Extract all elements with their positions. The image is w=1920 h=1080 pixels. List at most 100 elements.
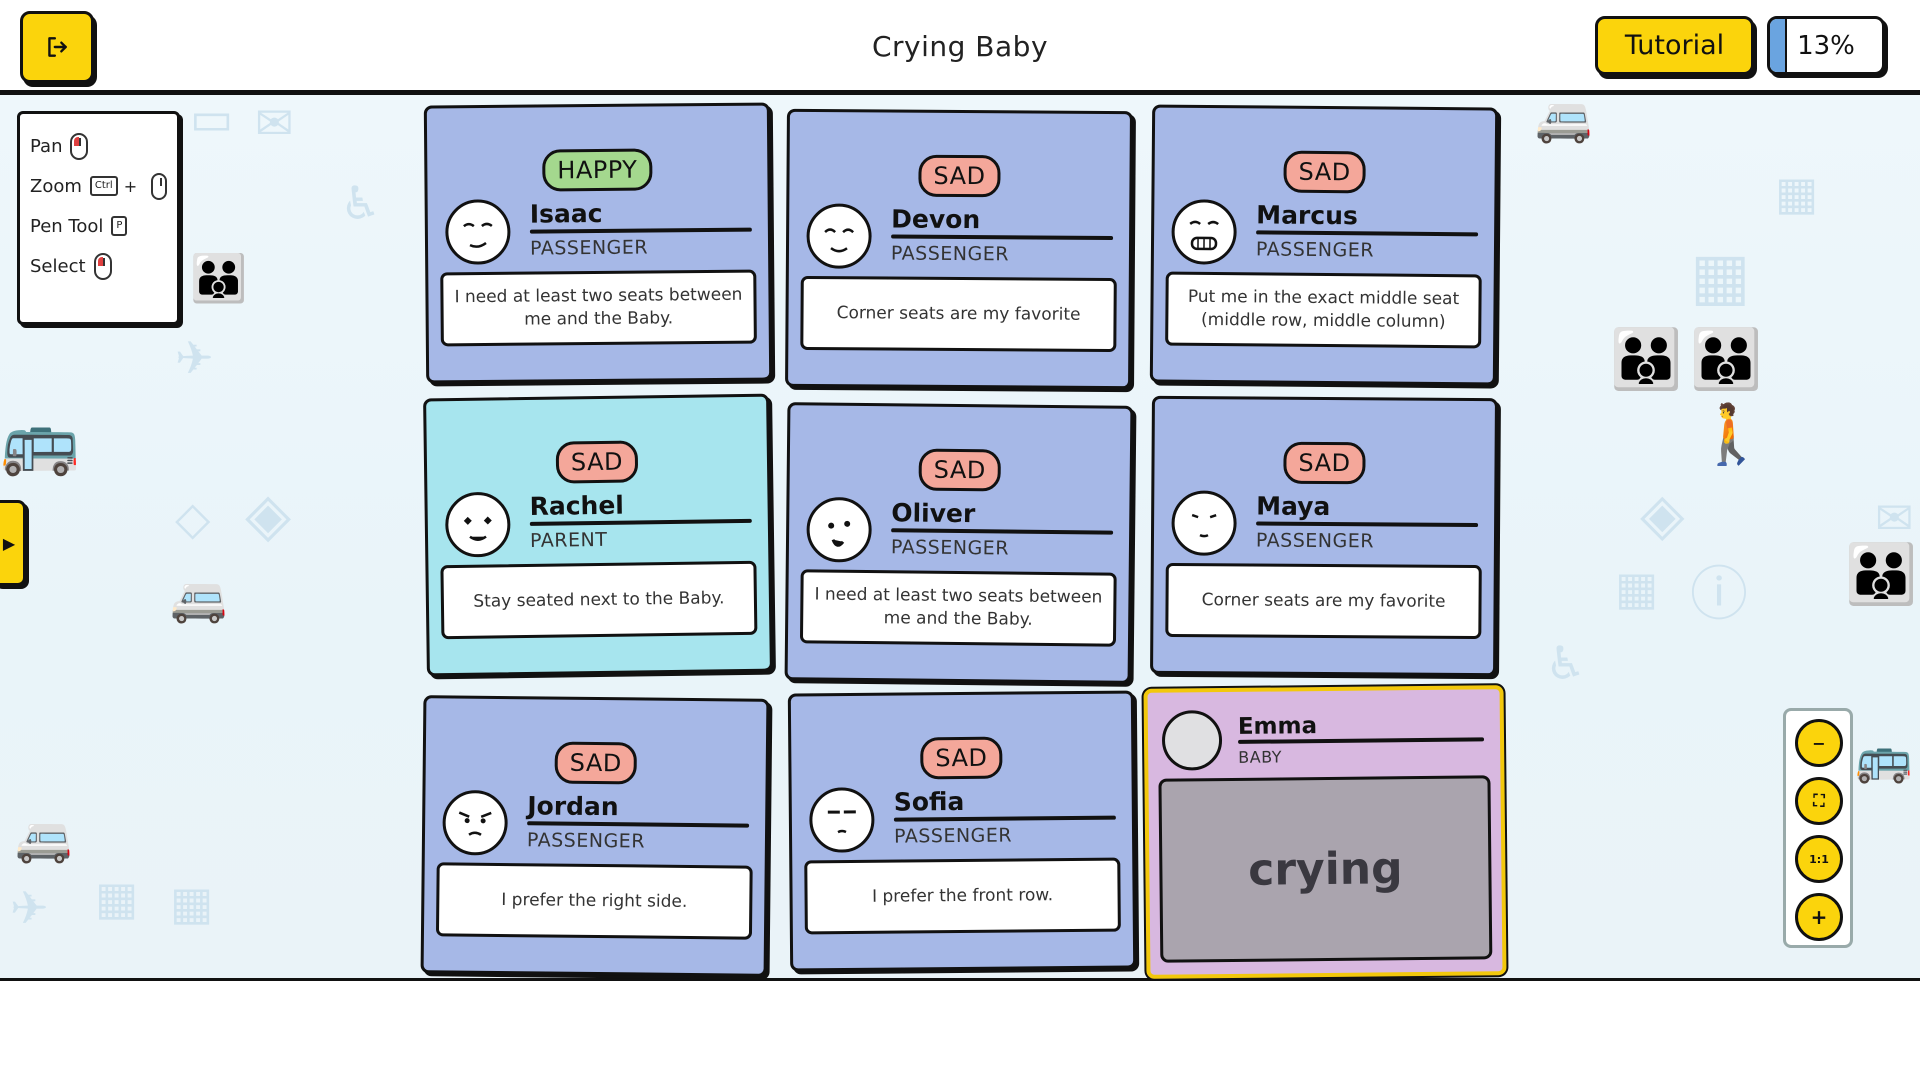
progress-label: 13% — [1797, 30, 1855, 61]
bg-sign-icon: ◇ — [175, 491, 211, 545]
bg-info-icon: ⓘ — [1690, 560, 1749, 628]
character-role: PARENT — [529, 528, 608, 552]
bg-family-2-icon: 👪 — [1610, 325, 1683, 393]
requirement-text: I need at least two seats between me and… — [440, 269, 757, 347]
top-bar: Crying Baby Tutorial 13% — [0, 0, 1920, 95]
face-icon — [442, 790, 508, 856]
exit-button[interactable] — [20, 11, 94, 83]
requirement-text: Corner seats are my favorite — [1165, 562, 1482, 640]
bg-family-3-icon: 👪 — [1690, 325, 1763, 393]
progress-indicator: 13% — [1767, 16, 1885, 75]
requirement-text: Put me in the exact middle seat (middle … — [1165, 271, 1482, 349]
page-title: Crying Baby — [871, 30, 1049, 63]
requirement-text: I prefer the front row. — [804, 857, 1121, 935]
requirement-text: Stay seated next to the Baby. — [440, 560, 758, 640]
zoom-in-button[interactable]: + — [1795, 893, 1843, 941]
baby-face-icon — [1161, 710, 1223, 771]
mood-badge: HAPPY — [542, 148, 653, 192]
character-name: Oliver — [891, 498, 976, 529]
character-role: PASSENGER — [526, 829, 646, 853]
mood-badge: SAD — [1283, 441, 1366, 485]
character-role: PASSENGER — [890, 536, 1010, 560]
character-name: Isaac — [529, 198, 603, 229]
bg-bus-small-icon: 🚐 — [170, 571, 228, 625]
character-name: Sofia — [893, 786, 965, 817]
bg-bus-4-icon: 🚌 — [1855, 731, 1913, 785]
bg-ticket-icon: ✉ — [255, 96, 294, 150]
character-name: Jordan — [527, 791, 619, 822]
requirement-text: I prefer the right side. — [435, 862, 753, 940]
name-underline — [1256, 521, 1479, 528]
face-icon — [445, 492, 511, 558]
face-icon — [1171, 199, 1237, 265]
bg-board-2-icon: ▦ — [1615, 561, 1659, 615]
character-name: Maya — [1256, 491, 1331, 522]
control-zoom-label: Zoom — [30, 175, 82, 197]
mood-badge: SAD — [555, 440, 639, 484]
face-icon — [809, 787, 875, 853]
character-role: PASSENGER — [529, 236, 649, 260]
bg-board-icon: ▦ — [1775, 166, 1819, 220]
name-underline — [891, 528, 1114, 535]
p-key-icon: P — [111, 216, 128, 236]
baby-name: Emma — [1237, 713, 1318, 740]
bg-accessible-icon: ♿ — [340, 176, 382, 230]
mood-badge: SAD — [1283, 150, 1366, 194]
tutorial-button[interactable]: Tutorial — [1595, 16, 1754, 75]
bg-plane-icon: ✈ — [175, 331, 214, 385]
bg-display-icon: ▦ — [1690, 240, 1751, 314]
baby-role: BABY — [1238, 747, 1283, 767]
character-role: PASSENGER — [1255, 238, 1375, 262]
mouse-click-icon — [93, 252, 112, 280]
baby-card[interactable]: Emma BABY crying — [1143, 685, 1507, 979]
ctrl-key-icon: Ctrl — [89, 176, 118, 196]
bg-bus-2-icon: 🚐 — [15, 811, 73, 865]
bg-bus-icon: 🚌 — [0, 405, 80, 479]
bg-plane-2-icon: ✈ — [10, 881, 49, 935]
character-role: PASSENGER — [1255, 529, 1375, 553]
requirement-text: Corner seats are my favorite — [800, 275, 1117, 353]
exit-icon — [48, 37, 67, 57]
bg-info-board-icon: ▦ — [95, 871, 139, 925]
mood-badge: SAD — [918, 448, 1002, 492]
mood-badge: SAD — [920, 736, 1003, 780]
bg-direction-2-icon: ◈ — [1640, 480, 1685, 548]
name-underline — [529, 227, 752, 234]
face-icon — [806, 497, 872, 563]
character-role: PASSENGER — [893, 824, 1013, 848]
bg-luggage-icon: ▭ — [190, 95, 234, 145]
mouse-icon — [70, 132, 89, 160]
control-pen-label: Pen Tool — [30, 215, 104, 237]
bg-info-board-2-icon: ▦ — [170, 876, 214, 930]
bg-ticket-2-icon: ✉ — [1875, 491, 1914, 545]
plus-sign: + — [123, 176, 138, 196]
zoom-out-button[interactable]: − — [1795, 719, 1843, 767]
character-role: PASSENGER — [890, 242, 1010, 266]
control-pan-label: Pan — [30, 135, 63, 157]
bg-direction-icon: ◈ — [245, 480, 292, 550]
side-panel-toggle[interactable]: ▶ — [0, 500, 26, 586]
fit-to-screen-button[interactable]: ⛶ — [1795, 777, 1843, 825]
zoom-controls: − ⛶ 1:1 + — [1783, 708, 1853, 948]
mood-badge: SAD — [554, 741, 638, 785]
bg-family-4-icon: 👪 — [1845, 540, 1918, 608]
mood-badge: SAD — [918, 154, 1001, 198]
character-name: Rachel — [529, 490, 625, 521]
character-name: Devon — [891, 204, 981, 235]
bg-walker-icon: 🚶 — [1695, 400, 1768, 468]
play-right-icon: ▶ — [2, 533, 16, 553]
control-pen: Pen Tool P — [30, 206, 167, 246]
name-underline — [527, 821, 750, 828]
character-name: Marcus — [1256, 200, 1358, 231]
face-icon — [806, 203, 872, 269]
mouse-wheel-icon — [151, 172, 167, 200]
reset-zoom-button[interactable]: 1:1 — [1795, 835, 1843, 883]
